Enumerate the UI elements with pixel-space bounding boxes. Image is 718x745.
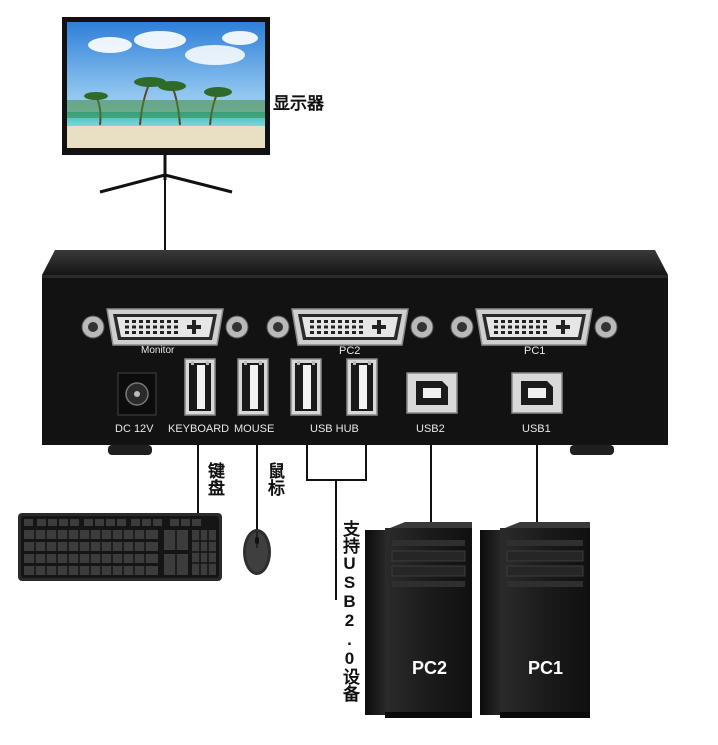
mouse-port-label: MOUSE [234,423,275,435]
usb2-label: USB2 [416,423,445,435]
usb-port-keyboard [184,358,216,416]
usb1-label: USB1 [522,423,551,435]
usb-port-mouse [237,358,269,416]
monitor-label: 显示器 [273,94,324,113]
mouse-label: 鼠标 [265,462,284,496]
usb-hub-label: USB HUB [310,423,359,435]
usb-hub-port-2 [346,358,378,416]
kvm-switch [42,250,668,455]
mouse [243,529,271,575]
usb-b-port-pc2 [406,372,458,414]
usb-b-port-pc1 [511,372,563,414]
usb-support-label: 支持USB2.0设备 [340,520,359,702]
pc1-tower-label: PC1 [528,658,564,678]
keyboard-port-label: KEYBOARD [168,423,230,435]
usb-hub-port-1 [290,358,322,416]
port-label-monitor: Monitor [141,345,175,356]
cables [197,445,538,600]
keyboard-label: 键盘 [205,462,224,496]
monitor [62,17,270,255]
pc2-tower-label: PC2 [412,658,448,678]
port-label-pc1: PC1 [524,345,546,357]
keyboard [18,513,222,581]
dc-jack [117,372,157,416]
dc-label: DC 12V [115,423,154,435]
port-label-pc2: PC2 [339,345,361,357]
pc2-tower [365,522,472,718]
pc1-tower [480,522,590,718]
